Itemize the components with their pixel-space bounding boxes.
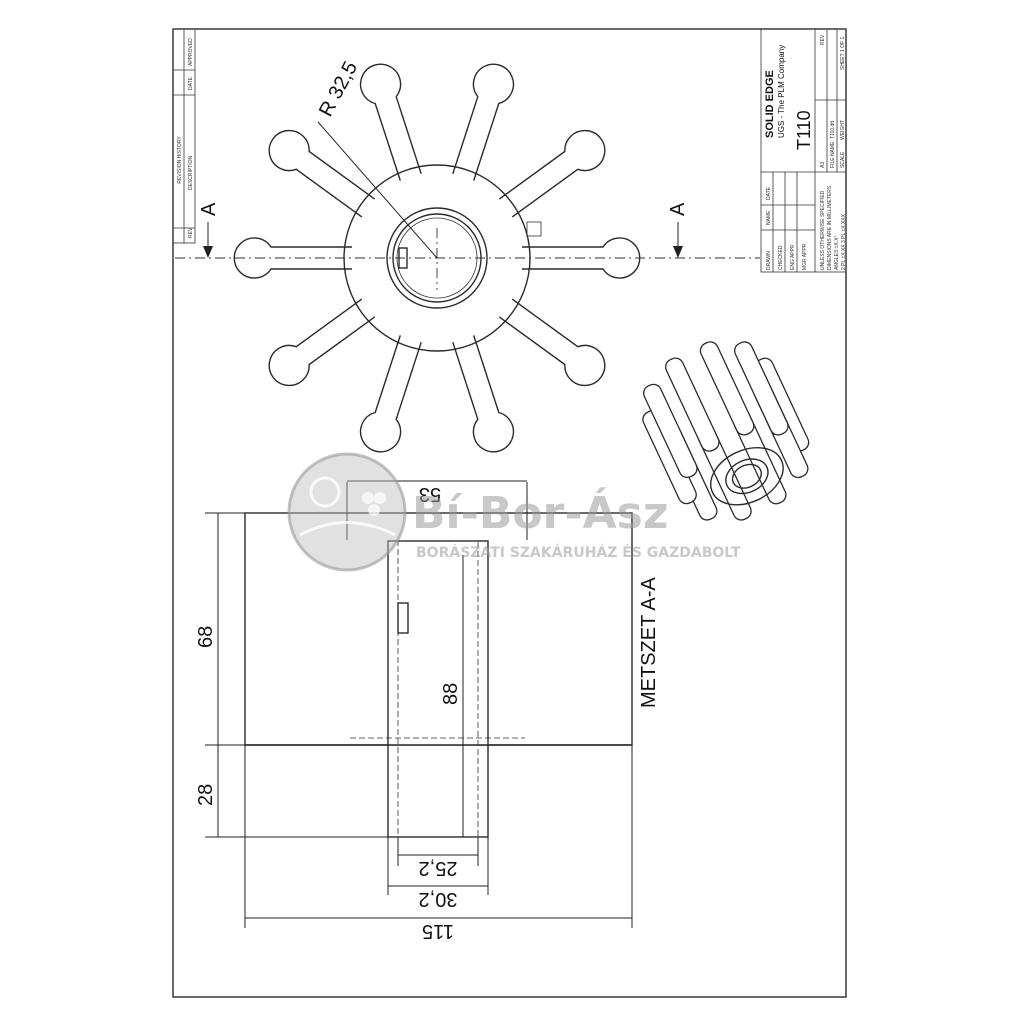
iso-vane (734, 341, 789, 436)
impeller-isometric-view (642, 341, 810, 521)
title-block-date-header: DATE (766, 186, 772, 200)
watermark-tagline: BORÁSZATI SZAKÁRUHÁZ ÉS GAZDABOLT (416, 544, 741, 561)
section-view: METSZET A-A (244, 512, 660, 838)
title-block-note-1: UNLESS OTHERWISE SPECIFIED (820, 190, 826, 270)
revision-history-block: REVISION HISTORY REV DESCRIPTION DATE AP… (172, 28, 196, 244)
impeller-hub-inner (386, 207, 488, 309)
drawing-border (172, 28, 847, 998)
dim-68: 68 (195, 626, 217, 648)
watermark: Bí-Bor-Ász BORÁSZATI SZAKÁRUHÁZ ÉS GAZDA… (287, 452, 741, 572)
title-block-checked: CHECKED (778, 245, 784, 270)
title-block-sheet: SHEET 1 OF 1 (840, 37, 846, 70)
title-block-file-name: FILE NAME: T110.dft (830, 120, 836, 168)
title-block-note-4: 2 PL ±X.XX 3 PL ±X.XXX (841, 213, 847, 270)
section-marker-left: A (198, 202, 220, 216)
title-block-company: UGS - The PLM Company (777, 45, 786, 138)
radius-leader (317, 121, 438, 259)
dim-115: 115 (422, 920, 454, 942)
dim-30-2: 30,2 (419, 888, 458, 910)
title-block-brand: SOLID EDGE (764, 70, 776, 138)
watermark-name: Bí-Bor-Ász (412, 486, 668, 539)
title-block-part-number: T110 (794, 110, 814, 150)
dim-53: 53 (419, 483, 441, 505)
title-block-name-header: NAME (766, 210, 772, 225)
section-bore-cavity (388, 541, 488, 745)
title-block-scale: SCALE (840, 151, 846, 168)
title-block-size: A3 (820, 162, 826, 168)
title-block-weight: WEIGHT (840, 120, 846, 140)
title-block-rev: REV (820, 34, 826, 45)
title-block-eng-appr: ENG APPR (790, 244, 796, 270)
dimension-lines: 53 68 28 88 25,2 30,2 115 (195, 480, 633, 942)
title-block-note-2: DIMENSIONS ARE IN MILLIMETERS (827, 185, 833, 270)
watermark-logo (287, 452, 407, 572)
revision-history-title: REVISION HISTORY (177, 136, 183, 184)
dim-25-2: 25,2 (419, 857, 458, 879)
dim-28: 28 (195, 784, 217, 806)
section-markers: A A (198, 202, 689, 258)
revision-rev-label: REV (188, 227, 194, 238)
revision-approved-label: APPROVED (188, 38, 194, 66)
revision-description-label: DESCRIPTION (188, 155, 194, 190)
radius-label: R 32,5 (315, 58, 362, 120)
section-marker-right: A (667, 202, 689, 216)
title-block-mgr-appr: MGR APPR (802, 243, 808, 270)
section-label: METSZET A-A (638, 577, 660, 708)
title-block: SOLID EDGE UGS - The PLM Company T110 A3… (760, 28, 847, 273)
revision-date-label: DATE (188, 76, 194, 90)
title-block-note-3: ANGLES ±X.X° (834, 236, 840, 270)
title-block-drawn: DRAWN (766, 251, 772, 270)
impeller-front-view: R 32,5 (175, 58, 760, 453)
iso-vane (699, 341, 755, 436)
dim-88: 88 (440, 683, 462, 705)
iso-vane (665, 357, 720, 452)
iso-vane (643, 383, 698, 478)
